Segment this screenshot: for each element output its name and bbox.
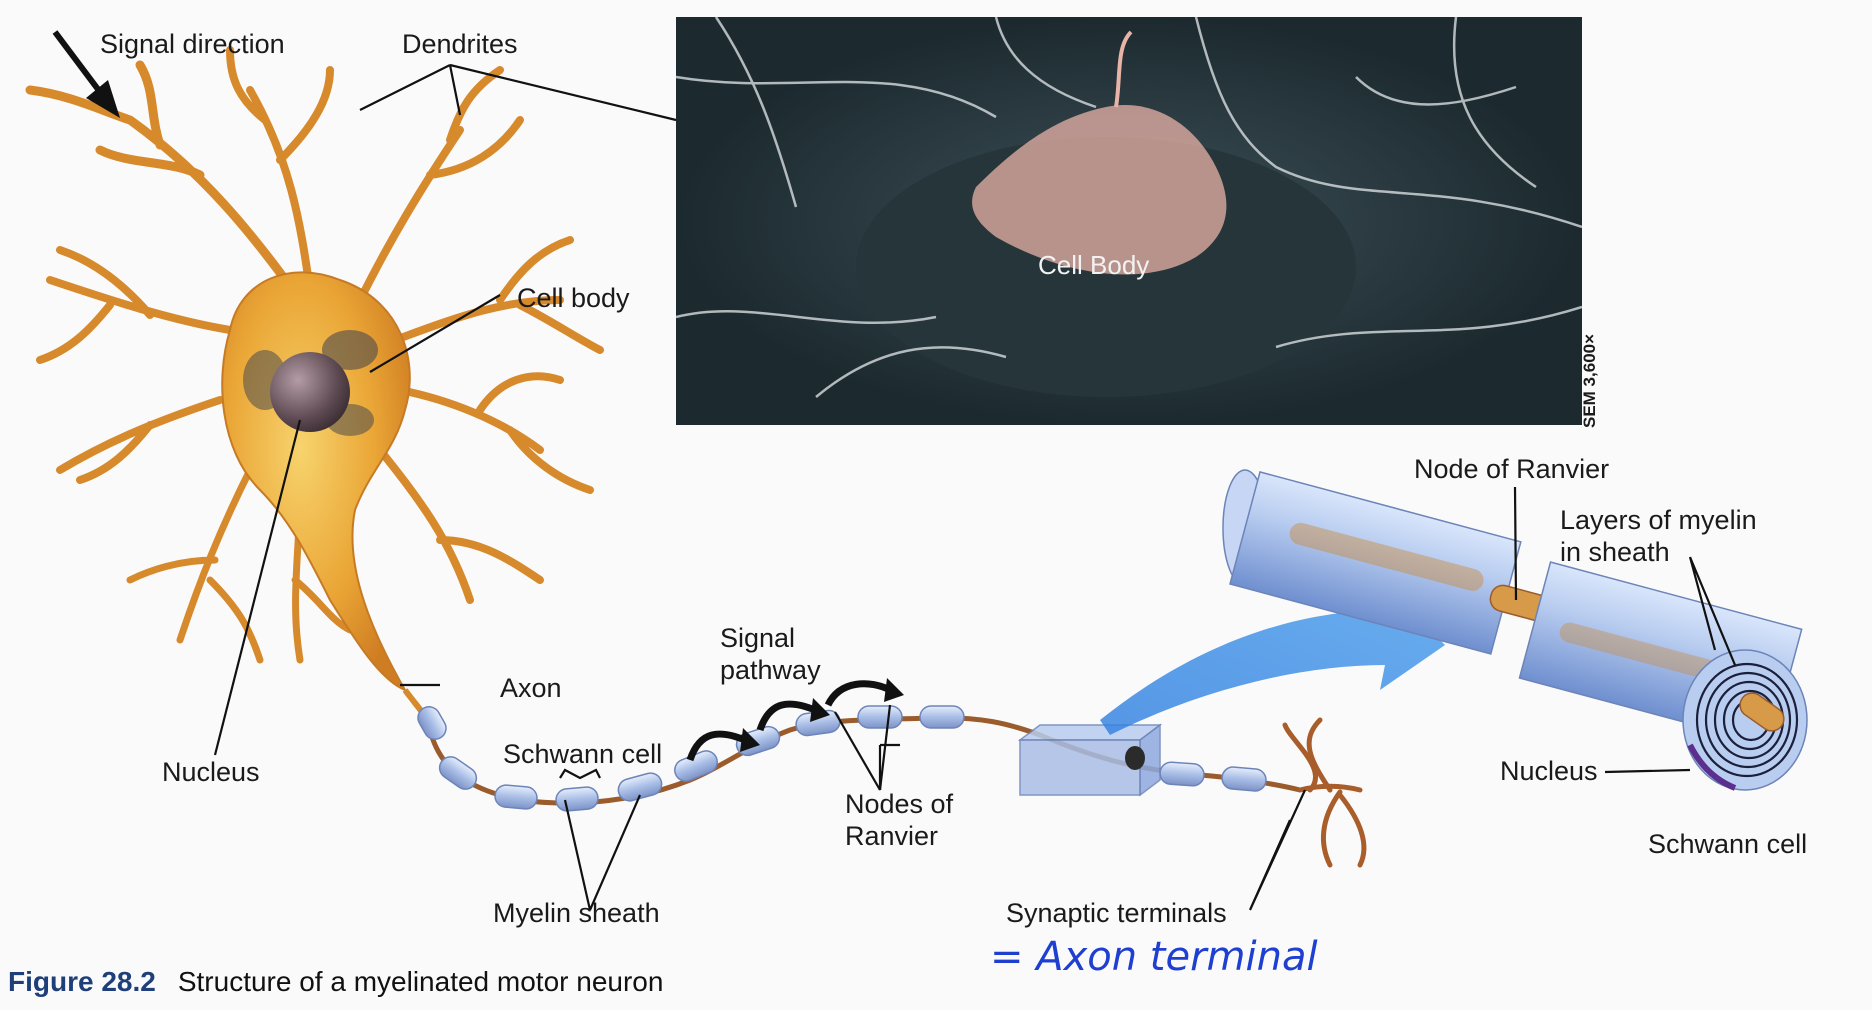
label-schwann-cell-right: Schwann cell — [1648, 829, 1808, 859]
label-cell-body: Cell body — [517, 283, 630, 313]
sem-magnification-text: SEM 3,600× — [1580, 333, 1599, 428]
label-synaptic-terminals: Synaptic terminals — [1006, 898, 1227, 928]
label-schwann-cell: Schwann cell — [503, 739, 663, 769]
nucleus-shape — [270, 352, 350, 432]
leader-lines — [213, 63, 1737, 911]
label-layers-of-myelin: Layers of myelin in sheath — [1560, 505, 1757, 568]
label-axon: Axon — [500, 673, 562, 703]
label-nodes-of-ranvier: Nodes of Ranvier — [845, 789, 954, 852]
label-node-of-ranvier: Node of Ranvier — [1414, 454, 1610, 484]
figure-caption-text: Structure of a myelinated motor neuron — [177, 966, 664, 997]
figure-number: Figure 28.2 — [8, 966, 156, 997]
label-nucleus: Nucleus — [162, 757, 260, 787]
cutaway-box — [1017, 723, 1163, 797]
sem-micrograph: Cell Body — [676, 17, 1582, 425]
myelin-tube-enlarged — [1222, 469, 1808, 791]
signal-pathway-arrows — [686, 678, 904, 762]
myelinated-axon — [417, 705, 1367, 868]
label-signal-direction: Signal direction — [100, 29, 285, 59]
signal-direction-arrow — [52, 30, 120, 118]
label-dendrites: Dendrites — [402, 29, 518, 59]
sem-cell-body-label: Cell Body — [1038, 250, 1150, 280]
sem-image — [676, 17, 1582, 425]
label-signal-pathway: Signal pathway — [720, 623, 821, 686]
dendrites — [25, 46, 604, 664]
figure-caption: Figure 28.2 Structure of a myelinated mot… — [8, 966, 663, 998]
sem-magnification: SEM 3,600× — [1580, 310, 1620, 430]
zoom-arrow — [1100, 585, 1445, 735]
label-nucleus-right: Nucleus — [1500, 756, 1598, 786]
label-myelin-sheath: Myelin sheath — [493, 898, 660, 928]
handwritten-annotation: = Axon terminal — [990, 934, 1318, 980]
